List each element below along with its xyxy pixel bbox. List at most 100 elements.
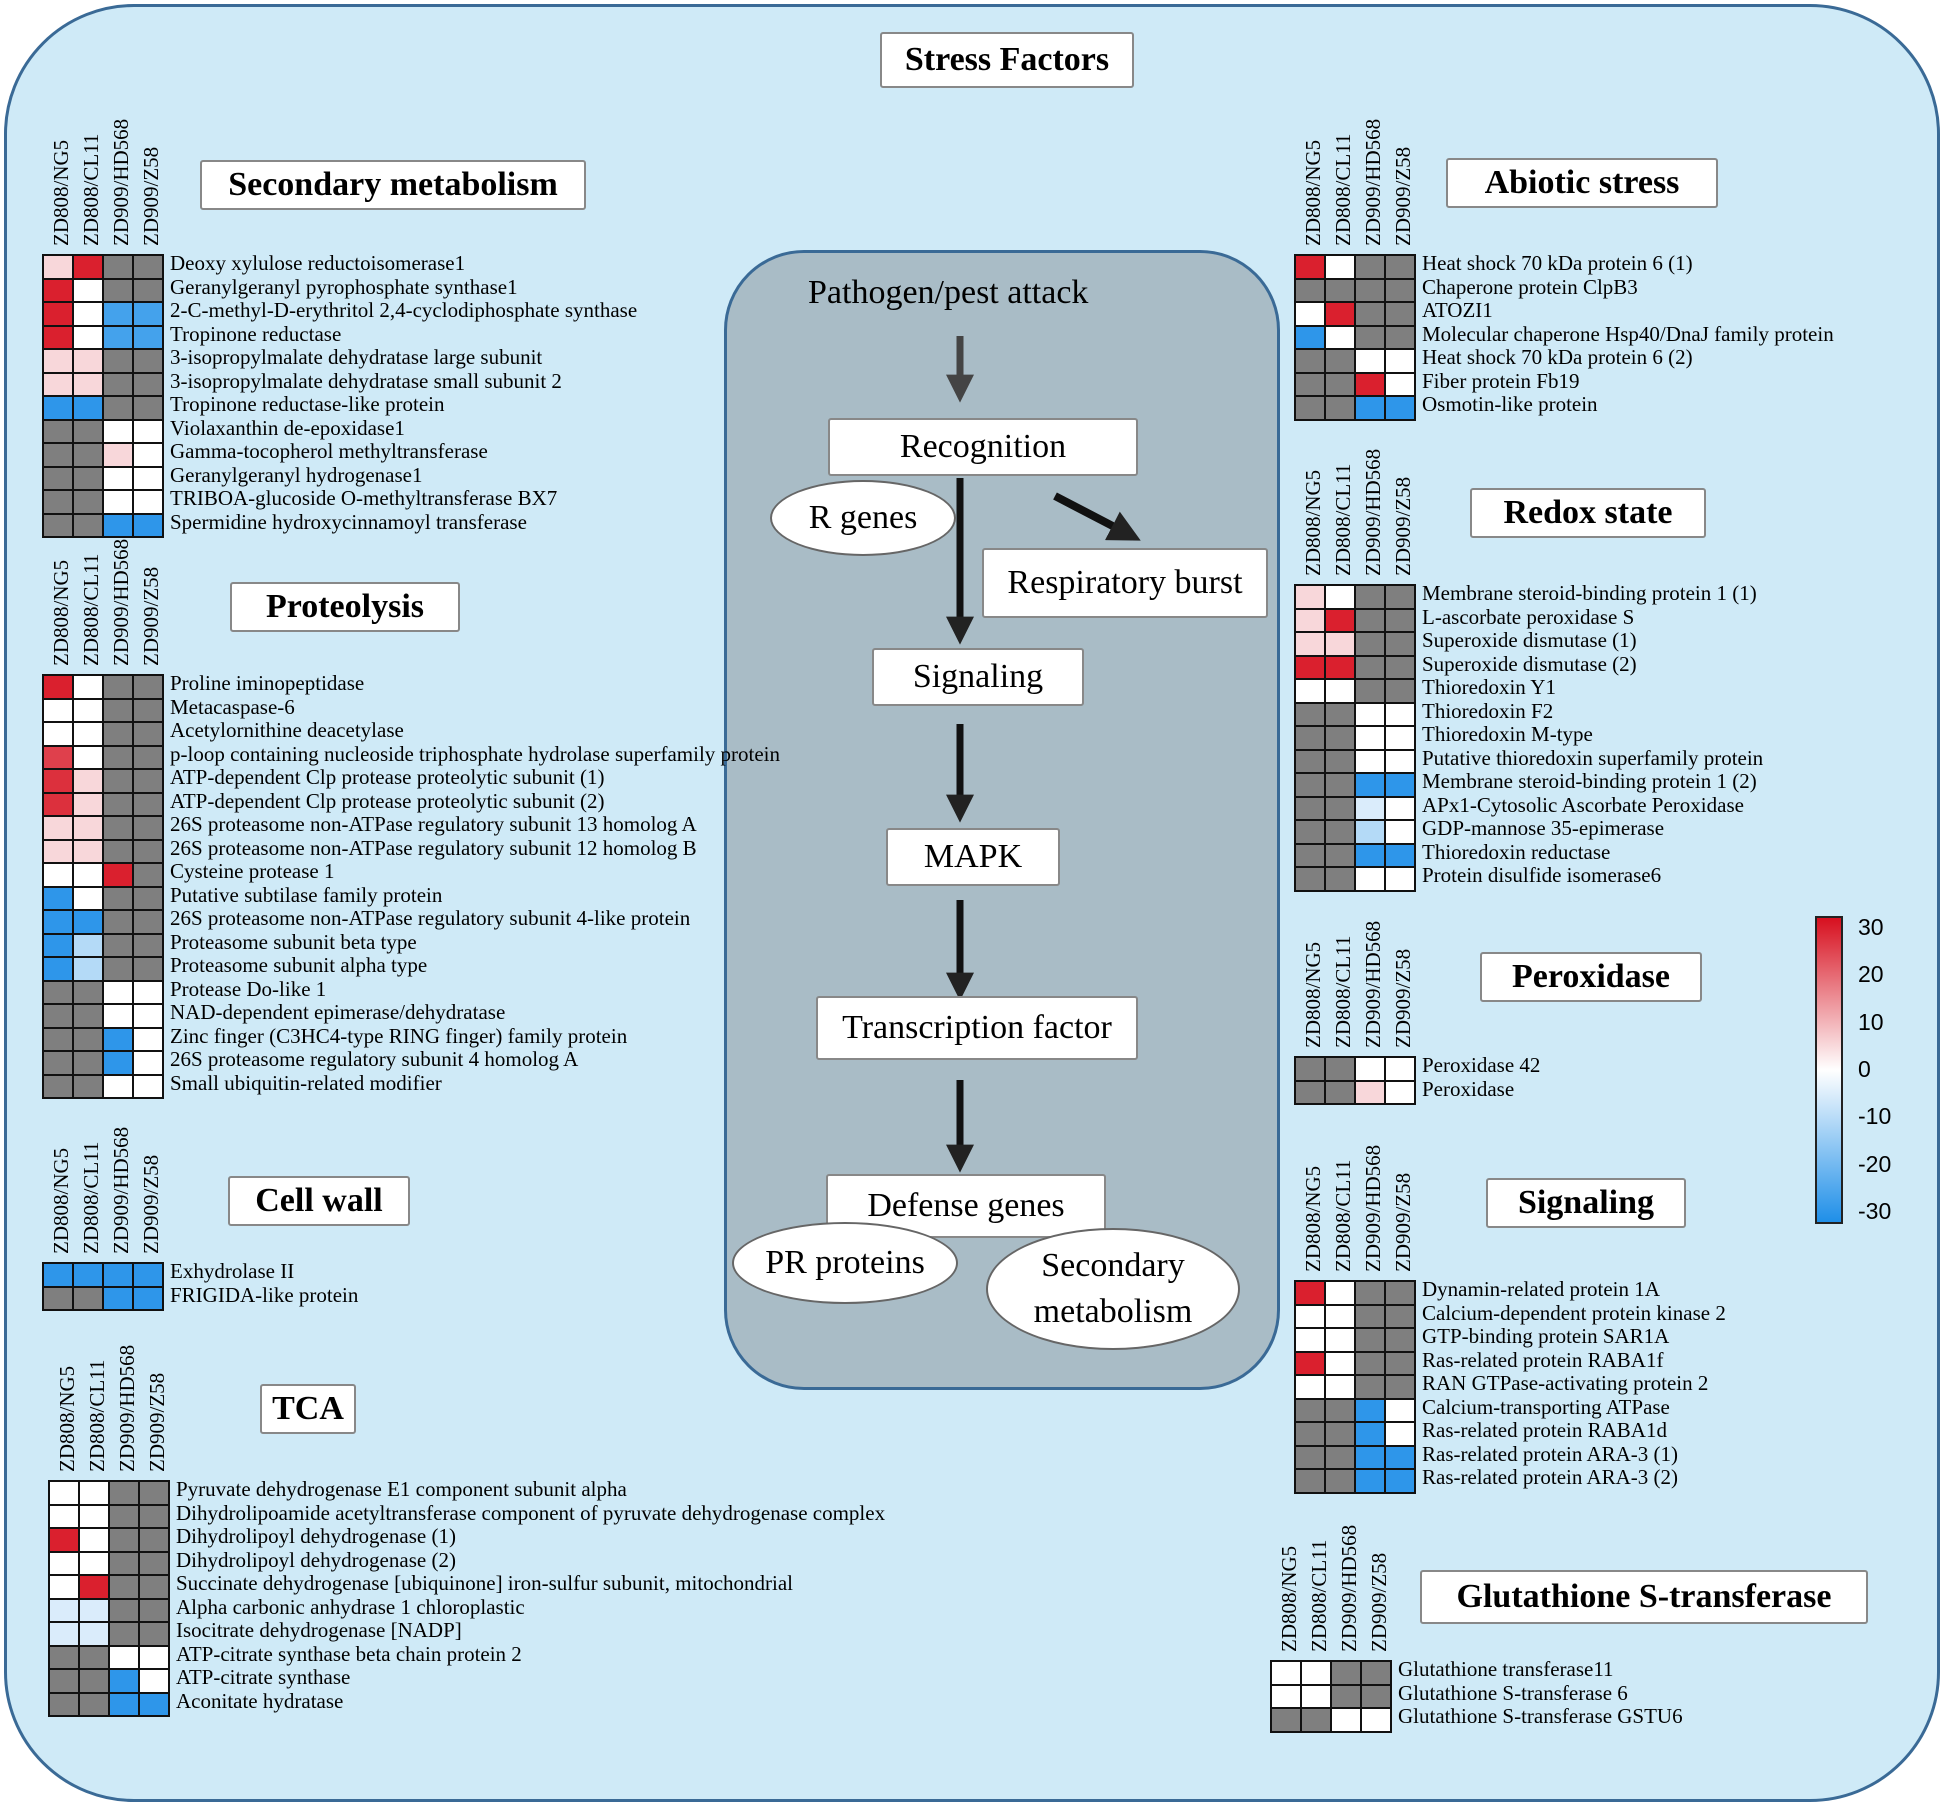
heatmap-cell bbox=[1326, 373, 1354, 395]
heatmap-cell bbox=[80, 1599, 108, 1621]
heatmap-cell bbox=[1386, 633, 1414, 655]
heatmap-cell bbox=[104, 887, 132, 909]
heatmap-cell bbox=[134, 770, 162, 792]
heatmap-cell bbox=[1356, 1352, 1384, 1374]
gene-label: Pyruvate dehydrogenase E1 component subu… bbox=[176, 1477, 627, 1501]
heatmap-cell bbox=[74, 1028, 102, 1050]
heatmap-cell bbox=[1386, 373, 1414, 395]
gene-label: Calcium-transporting ATPase bbox=[1422, 1394, 1670, 1419]
heatmap-cell bbox=[1386, 680, 1414, 702]
gene-label: Geranylgeranyl hydrogenase1 bbox=[170, 462, 423, 487]
heatmap-cell bbox=[44, 491, 72, 513]
heatmap-cell bbox=[104, 279, 132, 301]
gene-label: Succinate dehydrogenase [ubiquinone] iro… bbox=[176, 1571, 794, 1595]
heatmap-cell bbox=[1302, 1709, 1330, 1731]
heatmap-cell bbox=[44, 444, 72, 466]
heatmap-cell bbox=[104, 1028, 132, 1050]
heatmap-cell bbox=[1356, 397, 1384, 419]
heatmap-cell bbox=[1356, 633, 1384, 655]
heatmap-cell bbox=[134, 793, 162, 815]
heatmap-cell bbox=[1386, 1399, 1414, 1421]
gene-label: Protease Do-like 1 bbox=[170, 976, 327, 1001]
heatmap-cell bbox=[1296, 1470, 1324, 1492]
gene-label: Dihydrolipoyl dehydrogenase (1) bbox=[176, 1524, 456, 1548]
heatmap-cell bbox=[1326, 844, 1354, 866]
heatmap-cell bbox=[1356, 303, 1384, 325]
heatmap-cell bbox=[134, 746, 162, 768]
color-scale-tick-label: 10 bbox=[1858, 1008, 1884, 1035]
gene-label: TRIBOA-glucoside O-methyltransferase BX7 bbox=[170, 486, 558, 510]
heatmap-cell bbox=[134, 699, 162, 721]
heatmap-cell bbox=[1296, 609, 1324, 631]
heatmap-cell bbox=[74, 981, 102, 1003]
gene-label: ATP-citrate synthase bbox=[176, 1665, 351, 1689]
heatmap-cell bbox=[134, 514, 162, 536]
heatmap-cell bbox=[1296, 1423, 1324, 1445]
color-scale-tick-label: 20 bbox=[1858, 961, 1884, 988]
heatmap-cell bbox=[110, 1482, 138, 1504]
gene-label: Osmotin-like protein bbox=[1422, 392, 1598, 416]
heatmap-cell bbox=[1272, 1662, 1300, 1684]
heatmap-cell bbox=[80, 1552, 108, 1574]
heatmap-cell bbox=[74, 303, 102, 325]
heatmap-cell bbox=[74, 864, 102, 886]
heatmap-cell bbox=[1386, 1446, 1414, 1468]
heatmap-cell bbox=[1356, 279, 1384, 301]
heatmap-peroxidase bbox=[1294, 1056, 1416, 1105]
gene-label: Peroxidase bbox=[1422, 1076, 1515, 1101]
gene-label: 26S proteasome non-ATPase regulatory sub… bbox=[170, 812, 697, 836]
heatmap-cell bbox=[1356, 1282, 1384, 1304]
heatmap-cell bbox=[74, 397, 102, 419]
heatmap-cell bbox=[1386, 609, 1414, 631]
heatmap-cell bbox=[1386, 727, 1414, 749]
heatmap-cell bbox=[50, 1529, 78, 1551]
heatmap-cell bbox=[104, 840, 132, 862]
heatmap-cell bbox=[1386, 1470, 1414, 1492]
group-title-signaling: Signaling bbox=[1486, 1178, 1686, 1228]
gene-label: 26S proteasome regulatory subunit 4 homo… bbox=[170, 1047, 579, 1071]
heatmap-cell bbox=[1326, 1399, 1354, 1421]
heatmap-cell bbox=[140, 1623, 168, 1645]
heatmap-cell bbox=[44, 699, 72, 721]
group-title-peroxidase: Peroxidase bbox=[1480, 952, 1702, 1002]
gene-label: Membrane steroid-binding protein 1 (2) bbox=[1422, 769, 1757, 793]
gene-list-abiotic: Heat shock 70 kDa protein 6 (1)Chaperone… bbox=[1422, 251, 1834, 417]
heatmap-cell bbox=[74, 817, 102, 839]
heatmap-cell bbox=[50, 1693, 78, 1715]
heatmap-cell bbox=[104, 699, 132, 721]
heatmap-cell bbox=[44, 958, 72, 980]
heatmap-cell bbox=[1326, 774, 1354, 796]
heatmap-cell bbox=[44, 770, 72, 792]
heatmap-cell bbox=[1356, 844, 1384, 866]
gene-label: Dynamin-related protein 1A bbox=[1422, 1277, 1660, 1301]
heatmap-cell bbox=[140, 1646, 168, 1668]
heatmap-cell bbox=[74, 793, 102, 815]
transcription-factor-box: Transcription factor bbox=[816, 996, 1138, 1060]
heatmap-cell bbox=[134, 467, 162, 489]
secondary-metabolism-line1: Secondary bbox=[1041, 1247, 1185, 1284]
gene-label: p-loop containing nucleoside triphosphat… bbox=[170, 741, 781, 766]
gene-label: Tropinone reductase bbox=[170, 321, 342, 346]
gene-label: Deoxy xylulose reductoisomerase1 bbox=[170, 251, 466, 275]
heatmap-cell bbox=[1296, 279, 1324, 301]
gene-label: 26S proteasome non-ATPase regulatory sub… bbox=[170, 835, 697, 860]
heatmap-cell bbox=[44, 887, 72, 909]
heatmap-cell bbox=[1386, 279, 1414, 301]
column-header-proteolysis-3: ZD909/Z58 bbox=[139, 566, 163, 666]
heatmap-cell bbox=[134, 491, 162, 513]
heatmap-cell bbox=[1326, 1329, 1354, 1351]
heatmap-cell bbox=[134, 397, 162, 419]
heatmap-cell bbox=[74, 350, 102, 372]
gene-label: Calcium-dependent protein kinase 2 bbox=[1422, 1300, 1726, 1325]
heatmap-cell bbox=[1296, 1376, 1324, 1398]
heatmap-cell bbox=[110, 1623, 138, 1645]
heatmap-cell bbox=[134, 723, 162, 745]
heatmap-cell bbox=[110, 1576, 138, 1598]
group-title-proteolysis: Proteolysis bbox=[230, 582, 460, 632]
heatmap-cell bbox=[1326, 1352, 1354, 1374]
heatmap-cell bbox=[1296, 844, 1324, 866]
heatmap-cell bbox=[1302, 1662, 1330, 1684]
